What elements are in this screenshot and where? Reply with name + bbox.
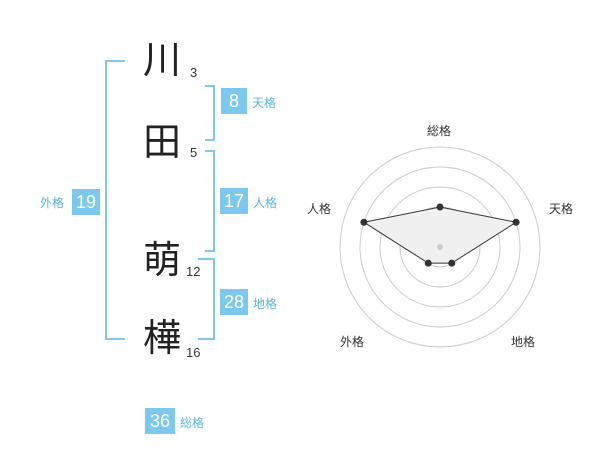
jinkaku-bracket [205, 150, 215, 252]
radar-grid-ring [379, 186, 501, 308]
jinkaku-label: 人格 [253, 196, 278, 210]
stroke-count-1: 3 [190, 65, 198, 80]
name-char-2: 田 [142, 120, 181, 164]
name-char-4: 樺 [142, 316, 181, 360]
chikaku-bracket [198, 258, 215, 340]
radar-center-dot [437, 244, 443, 250]
stroke-count-4: 16 [186, 345, 201, 360]
radar-label-tenkaku: 天格 [549, 202, 574, 216]
soukaku-value-badge: 36 [145, 408, 175, 434]
radar-label-chikaku: 地格 [511, 335, 536, 349]
radar-label-soukaku: 総格 [427, 124, 452, 138]
radar-point-5 [360, 218, 368, 226]
radar-point-3 [448, 259, 456, 267]
gaikaku-value-badge: 19 [72, 189, 100, 215]
name-char-3: 萌 [142, 238, 181, 282]
chikaku-value-badge: 28 [220, 289, 248, 315]
jinkaku-value-badge: 17 [220, 188, 248, 214]
radar-label-gaikaku: 外格 [340, 335, 365, 349]
stroke-count-2: 5 [190, 145, 198, 160]
stroke-count-3: 12 [186, 264, 201, 279]
radar-chart [339, 146, 541, 348]
radar-grid-ring [359, 166, 521, 328]
gaikaku-label: 外格 [40, 196, 65, 210]
tenkaku-value-badge: 8 [221, 88, 247, 114]
radar-point-4 [424, 259, 432, 267]
radar-point-1 [436, 203, 444, 211]
radar-point-2 [512, 218, 520, 226]
radar-value-polygon [362, 206, 518, 264]
tenkaku-label: 天格 [252, 96, 277, 110]
tenkaku-bracket [205, 85, 215, 141]
soukaku-label: 総格 [180, 416, 205, 430]
name-char-1: 川 [142, 38, 181, 82]
chikaku-label: 地格 [253, 297, 278, 311]
gaikaku-bracket [105, 60, 125, 340]
radar-label-jinkaku: 人格 [307, 202, 332, 216]
radar-grid-ring [339, 146, 541, 348]
